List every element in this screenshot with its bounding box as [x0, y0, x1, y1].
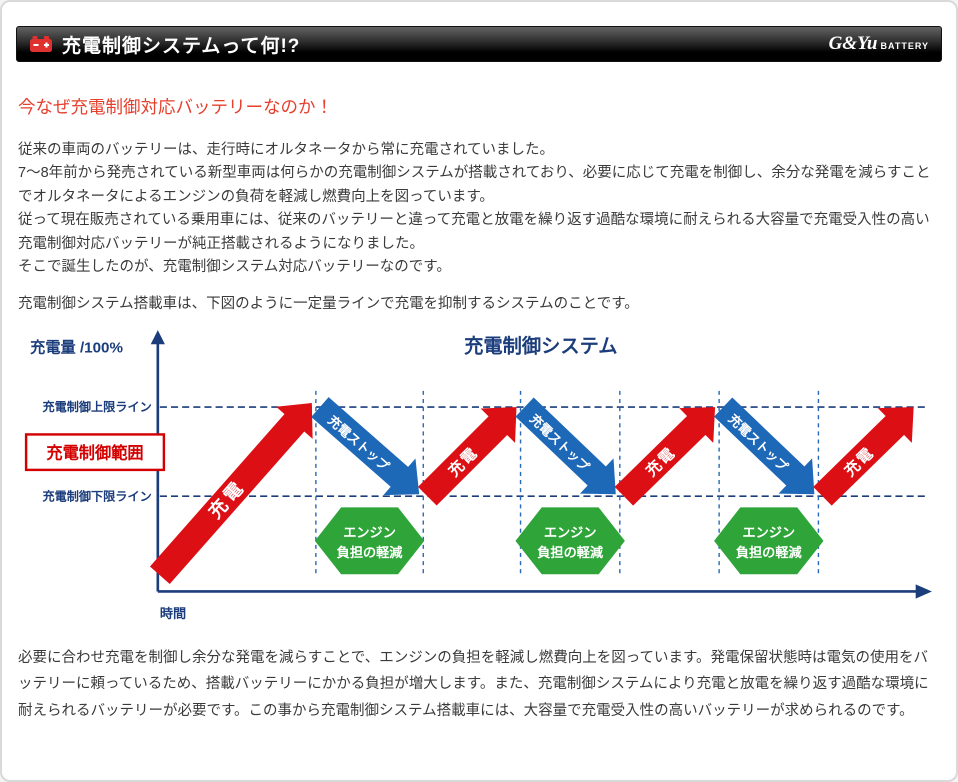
x-axis-label: 時間 [160, 605, 186, 621]
y-axis-label: 充電量 /100% [30, 339, 123, 357]
intro-paragraph: そこで誕生したのが、充電制御システム対応バッテリーなのです。 [18, 259, 451, 276]
brand-logo-main: G&Yu [828, 33, 878, 54]
intro-paragraph: 従来の車両のバッテリーは、走行時にオルタネータから常に充電されていました。 [18, 142, 555, 158]
hexagon-label-line2: 負担の軽減 [337, 544, 404, 560]
charge-stop-arrow-label: 充電ストップ [526, 411, 592, 475]
hexagon-label-line1: エンジン [742, 525, 795, 540]
hexagon-label-line1: エンジン [544, 525, 597, 540]
charge-stop-arrow: 充電ストップ [515, 397, 616, 495]
intro-paragraph: 7〜8年前から発売されている新型車両は何らかの充電制御システムが搭載されており、… [18, 165, 931, 205]
hexagon-label-line1: エンジン [343, 525, 396, 540]
page-title: 充電制御システムって何!? [62, 35, 301, 57]
charge-arrow: 充電 [614, 407, 716, 507]
engine-load-reduction-hexagon [714, 507, 824, 575]
range-box [24, 433, 166, 472]
charge-control-diagram-svg: 充電量 /100% 充電制御システム 充電制御上限ライン 充電制御下限ライン 充… [24, 330, 932, 621]
upper-limit-label: 充電制御上限ライン [42, 400, 151, 415]
engine-load-reduction-hexagon [314, 507, 425, 575]
hexagon-label-line2: 負担の軽減 [736, 544, 803, 560]
lower-limit-label: 充電制御下限ライン [42, 489, 151, 504]
lead-paragraph: 充電制御システム搭載車は、下図のように一定量ラインで充電を抑制するシステムのこと… [18, 295, 639, 312]
engine-load-reduction-hexagon [515, 507, 625, 575]
diagram-dynamic-content: 充電充電ストップ充電充電ストップ充電充電ストップ充電エンジン負担の軽減エンジン負… [149, 391, 914, 585]
intro-paragraph: 従って現在販売されている乗用車には、従来のバッテリーと違って充電と放電を繰り返す… [18, 212, 930, 252]
charge-arrow: 充電 [149, 403, 313, 585]
charge-arrow: 充電 [418, 407, 517, 506]
charge-arrow: 充電 [813, 407, 914, 507]
brand-logo-sub: BATTERY [880, 41, 929, 51]
y-axis-arrowhead [150, 330, 165, 345]
brand-logo: G&Yu BATTERY [829, 33, 929, 55]
x-axis-arrowhead [915, 584, 932, 599]
battery-icon [29, 35, 53, 53]
page-header: 充電制御システムって何!? G&Yu BATTERY [16, 26, 942, 62]
hexagon-label-line2: 負担の軽減 [537, 544, 604, 560]
charge-stop-arrow-label: 充電ストップ [725, 411, 791, 475]
charge-control-diagram: 充電量 /100% 充電制御システム 充電制御上限ライン 充電制御下限ライン 充… [18, 326, 940, 630]
range-box-label: 充電制御範囲 [46, 444, 143, 463]
diagram-title: 充電制御システム [464, 335, 617, 358]
outro-paragraph: 必要に合わせ充電を制御し余分な発電を減らすことで、エンジンの負担を軽減し燃費向上… [18, 650, 929, 719]
section-heading: 今なぜ充電制御対応バッテリーなのか！ [18, 97, 333, 117]
main-content: 今なぜ充電制御対応バッテリーなのか！ 従来の車両のバッテリーは、走行時にオルタネ… [16, 94, 942, 724]
charge-stop-arrow-label: 充電ストップ [324, 412, 392, 474]
charge-stop-arrow: 充電ストップ [311, 397, 420, 496]
